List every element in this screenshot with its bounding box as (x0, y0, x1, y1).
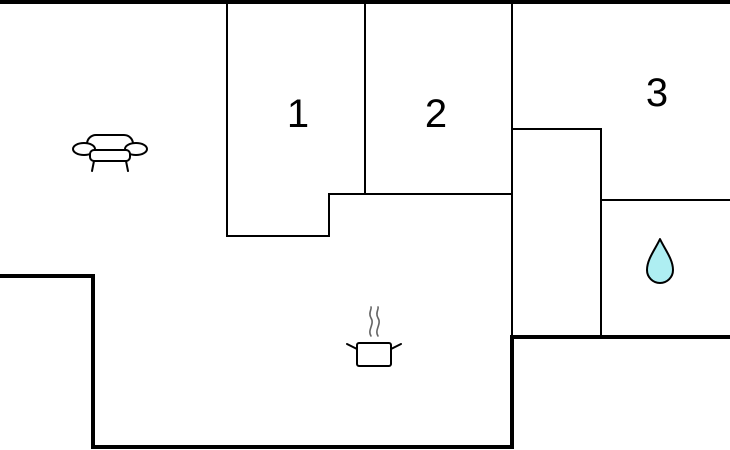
sofa-icon (72, 134, 148, 172)
wall-hall-closet (511, 128, 602, 338)
room-label-1: 1 (287, 92, 309, 136)
interior-walls (226, 1, 730, 338)
bottom-left-wall (0, 274, 730, 449)
wall-bedroom1-bottom (226, 193, 513, 237)
water-drop-icon (646, 238, 674, 284)
cooking-pot-icon (346, 306, 402, 367)
room-label-3: 3 (646, 71, 668, 115)
room-label-2: 2 (425, 92, 447, 136)
